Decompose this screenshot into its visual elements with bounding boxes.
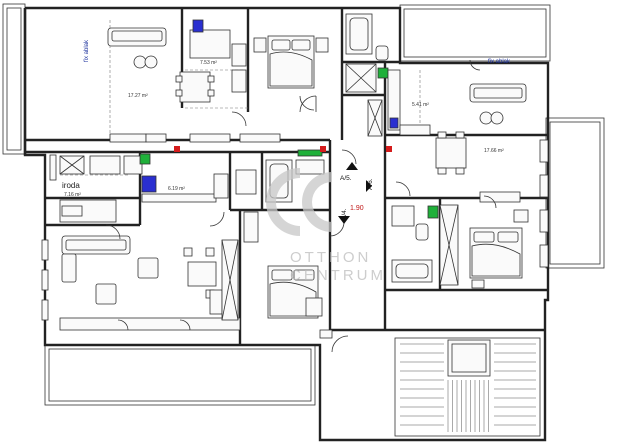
- iroda-area-label: 7.16 m²: [64, 192, 81, 198]
- otthon-centrum-watermark: OTTHON CENTRUM: [266, 168, 386, 284]
- doors: [105, 59, 497, 353]
- iroda-label: iroda: [62, 181, 80, 190]
- right-bathroom: [391, 204, 459, 286]
- kitchen-mid-area-label: 6.19 m²: [168, 186, 185, 192]
- mid-kitchen: [59, 149, 325, 203]
- watermark-line1: OTTHON: [290, 249, 371, 266]
- oc-logo-mark: [266, 168, 300, 236]
- apt-a5-label: A/5.: [340, 175, 352, 182]
- room-labels: fix ablak fix ablak 17.27 m² 7.53 m² iro…: [62, 39, 511, 220]
- fix-ablak-left-label: fix ablak: [84, 39, 90, 62]
- top-bedroom: [253, 35, 329, 113]
- right-kitchen: [387, 69, 467, 175]
- apt-a6-label: A/6.: [367, 178, 374, 190]
- iroda-room: [59, 199, 117, 223]
- top-bathroom: [345, 13, 389, 137]
- top-left-living: [107, 19, 247, 103]
- oc-logo-mark-c: [302, 172, 332, 232]
- right-living: [469, 83, 527, 203]
- windows: [41, 133, 549, 321]
- living-left-area-label: 17.27 m²: [128, 93, 148, 99]
- apartment-arrows: [338, 162, 372, 224]
- right-small-area-label: 5.41 m²: [412, 102, 429, 108]
- living-right-area-label: 17.66 m²: [484, 148, 504, 154]
- watermark-line2: CENTRUM: [290, 267, 386, 284]
- red-markers: [174, 146, 392, 152]
- dimension-label: 1.90: [350, 205, 364, 212]
- lower-bedroom: [243, 211, 333, 339]
- fix-ablak-right-label: fix ablak: [488, 59, 511, 65]
- lower-left-living: [59, 235, 241, 331]
- apt-a4-label: A/4.: [341, 208, 348, 220]
- kitchen-top-area-label: 7.53 m²: [200, 60, 217, 66]
- right-bedroom: [469, 209, 529, 289]
- stair-core: [394, 337, 541, 437]
